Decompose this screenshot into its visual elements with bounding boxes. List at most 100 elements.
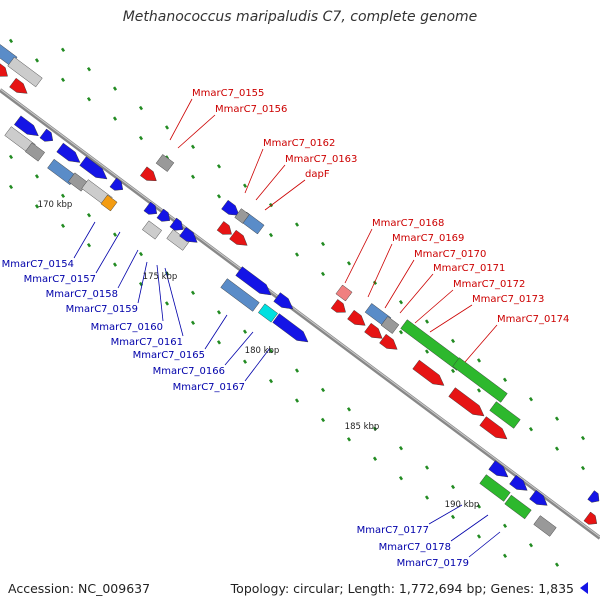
gene-feature <box>25 142 45 162</box>
tick-mark <box>138 135 144 141</box>
tick-mark <box>86 67 92 72</box>
gene-feature <box>7 56 43 88</box>
gene-label: MmarC7_0179 <box>397 558 469 569</box>
gene-feature <box>155 154 175 172</box>
gene-label: MmarC7_0173 <box>472 294 544 305</box>
tick-mark <box>164 125 170 130</box>
tick-mark <box>580 465 586 471</box>
tick-mark <box>502 377 508 383</box>
gene-label: MmarC7_0159 <box>66 304 138 315</box>
tick-mark <box>450 368 456 374</box>
leader-line <box>450 514 489 542</box>
tick-mark <box>242 183 248 188</box>
gene-feature <box>479 474 511 502</box>
tick-mark <box>398 329 404 335</box>
gene-label: MmarC7_0154 <box>2 259 74 270</box>
leader-line <box>117 249 139 289</box>
gene-feature <box>452 357 508 403</box>
tick-mark <box>424 319 430 324</box>
gene-feature <box>221 199 240 216</box>
tick-mark <box>450 484 456 490</box>
gene-label: MmarC7_0174 <box>497 314 569 325</box>
gene-feature <box>479 416 508 440</box>
gene-feature <box>587 490 600 503</box>
leader-line <box>429 304 473 333</box>
leader-line <box>164 267 184 337</box>
scale-label: 180 kbp <box>245 346 280 356</box>
tick-mark <box>398 445 404 451</box>
leader-line <box>177 114 216 149</box>
tick-mark <box>502 523 508 529</box>
tick-mark <box>580 435 586 441</box>
tick-mark <box>424 465 430 470</box>
genome-backbone-highlight <box>0 88 600 538</box>
gene-feature <box>509 474 528 491</box>
gene-feature <box>583 511 598 525</box>
tick-mark <box>60 193 66 198</box>
tick-mark <box>8 154 14 160</box>
gene-feature <box>216 221 232 235</box>
tick-mark <box>424 349 430 354</box>
tick-mark <box>242 359 248 364</box>
tick-marks <box>8 38 586 567</box>
gene-label: MmarC7_0156 <box>215 104 287 115</box>
tick-mark <box>190 174 196 180</box>
tick-mark <box>450 514 456 520</box>
gene-feature <box>39 128 54 142</box>
leader-line <box>367 243 393 298</box>
tick-mark <box>320 271 326 277</box>
gene-label: MmarC7_0167 <box>173 382 245 393</box>
tick-mark <box>398 475 404 481</box>
tick-mark <box>138 105 144 111</box>
tick-mark <box>8 38 14 44</box>
gene-feature <box>142 220 162 240</box>
leader-line <box>169 98 193 141</box>
gene-feature <box>143 201 158 215</box>
gene-feature <box>220 278 260 312</box>
gene-label: MmarC7_0170 <box>414 249 486 260</box>
gene-label: MmarC7_0155 <box>192 88 264 99</box>
gene-feature <box>100 194 118 212</box>
tick-mark <box>60 77 66 82</box>
tick-mark <box>450 338 456 344</box>
gene-feature <box>234 208 250 224</box>
tick-mark <box>346 407 352 412</box>
tick-mark <box>34 174 40 179</box>
tick-mark <box>216 310 222 315</box>
leader-line <box>204 314 228 350</box>
leader-line <box>468 531 501 558</box>
gene-feature <box>109 177 124 191</box>
leader-line <box>244 347 271 382</box>
tick-mark <box>86 243 92 248</box>
gene-label: MmarC7_0162 <box>263 138 335 149</box>
leader-line <box>73 221 96 259</box>
tick-mark <box>476 388 482 393</box>
scroll-right-icon[interactable] <box>578 582 588 594</box>
leader-line <box>95 231 121 274</box>
scale-label: 185 kbp <box>345 422 380 432</box>
gene-label: MmarC7_0160 <box>91 322 163 333</box>
scale-label: 190 kbp <box>445 500 480 510</box>
gene-label: MmarC7_0166 <box>153 366 225 377</box>
gene-feature <box>140 166 157 181</box>
tick-mark <box>34 204 40 209</box>
genome-backbone <box>0 88 600 540</box>
tick-mark <box>60 223 66 228</box>
tick-mark <box>138 251 144 257</box>
gene-feature <box>400 319 464 371</box>
leader-line <box>255 164 286 201</box>
gene-label: MmarC7_0171 <box>433 263 505 274</box>
gene-label: MmarC7_0177 <box>357 525 429 536</box>
gene-feature <box>179 226 198 243</box>
tick-mark <box>294 368 300 373</box>
gene-feature <box>330 299 346 313</box>
leader-line <box>464 324 498 363</box>
leader-line <box>244 148 264 194</box>
gene-feature <box>488 460 509 478</box>
tick-mark <box>346 437 352 442</box>
topology-text: Topology: circular; Length: 1,772,694 bp… <box>231 581 588 596</box>
tick-mark <box>528 427 534 432</box>
tick-mark <box>372 280 378 285</box>
tick-mark <box>190 290 196 296</box>
scale-label: 175 kbp <box>143 272 178 282</box>
